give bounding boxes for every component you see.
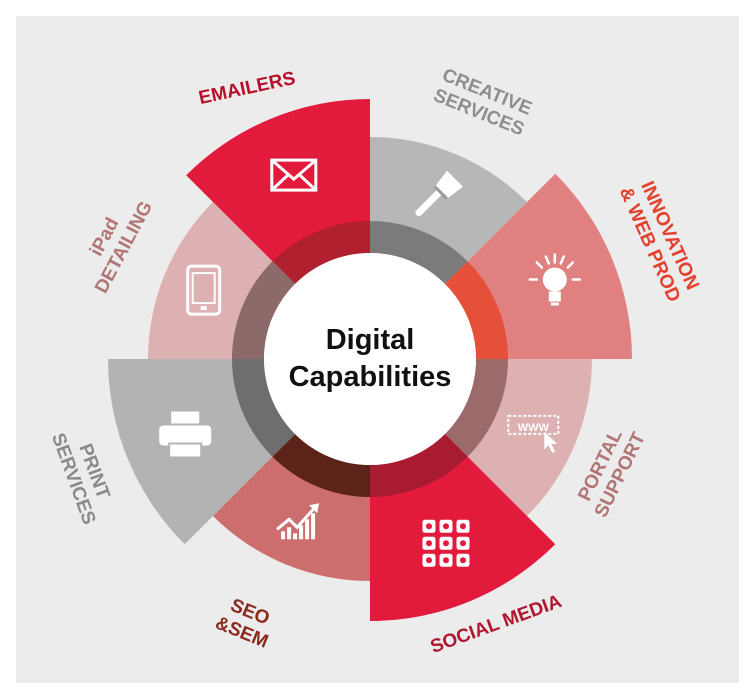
segment-seo-label: SEO&SEM <box>212 592 279 652</box>
tablet-icon <box>186 264 222 316</box>
segment-emailers-label-line: EMAILERS <box>197 68 297 109</box>
segment-seo-inner-band <box>272 434 370 497</box>
segment-portal-label: PORTALSUPPORT <box>571 419 650 521</box>
segment-portal-inner-band <box>445 359 508 457</box>
segment-creative-label: CREATIVESERVICES <box>430 65 535 141</box>
segment-social <box>370 434 556 621</box>
segment-seo <box>213 434 370 581</box>
center-title-line1: Digital <box>326 324 415 356</box>
segment-emailers <box>186 99 370 284</box>
segment-ipad-label: iPadDETAILING <box>72 188 157 297</box>
segment-creative <box>370 137 527 284</box>
center-disc <box>264 253 476 465</box>
printer-icon <box>159 411 212 459</box>
envelope-icon <box>270 158 318 192</box>
paintbrush-icon <box>415 170 463 217</box>
segment-creative-inner-band <box>370 221 468 284</box>
lightbulb-icon <box>528 253 582 306</box>
segment-social-inner-band <box>370 434 468 498</box>
segment-emailers-inner-band <box>272 221 370 284</box>
web-cursor-icon: WWW <box>507 414 560 453</box>
center-title-line2: Capabilities <box>289 361 452 393</box>
segment-emailers-label: EMAILERS <box>197 68 297 109</box>
svg-text:WWW: WWW <box>518 422 550 434</box>
segment-innovation-label: INNOVATION& WEB PROD <box>615 175 705 305</box>
segment-innovation-inner-band <box>445 261 508 359</box>
segment-ipad <box>147 202 295 359</box>
segment-print <box>107 359 295 545</box>
segment-portal: WWW <box>445 359 592 516</box>
segment-innovation <box>445 173 632 359</box>
segment-ipad-inner-band <box>232 261 295 359</box>
segment-print-label: PRINTSERVICES <box>47 423 120 528</box>
segment-print-inner-band <box>231 359 295 457</box>
social-grid-icon <box>422 519 470 567</box>
growth-chart-icon <box>276 503 320 540</box>
